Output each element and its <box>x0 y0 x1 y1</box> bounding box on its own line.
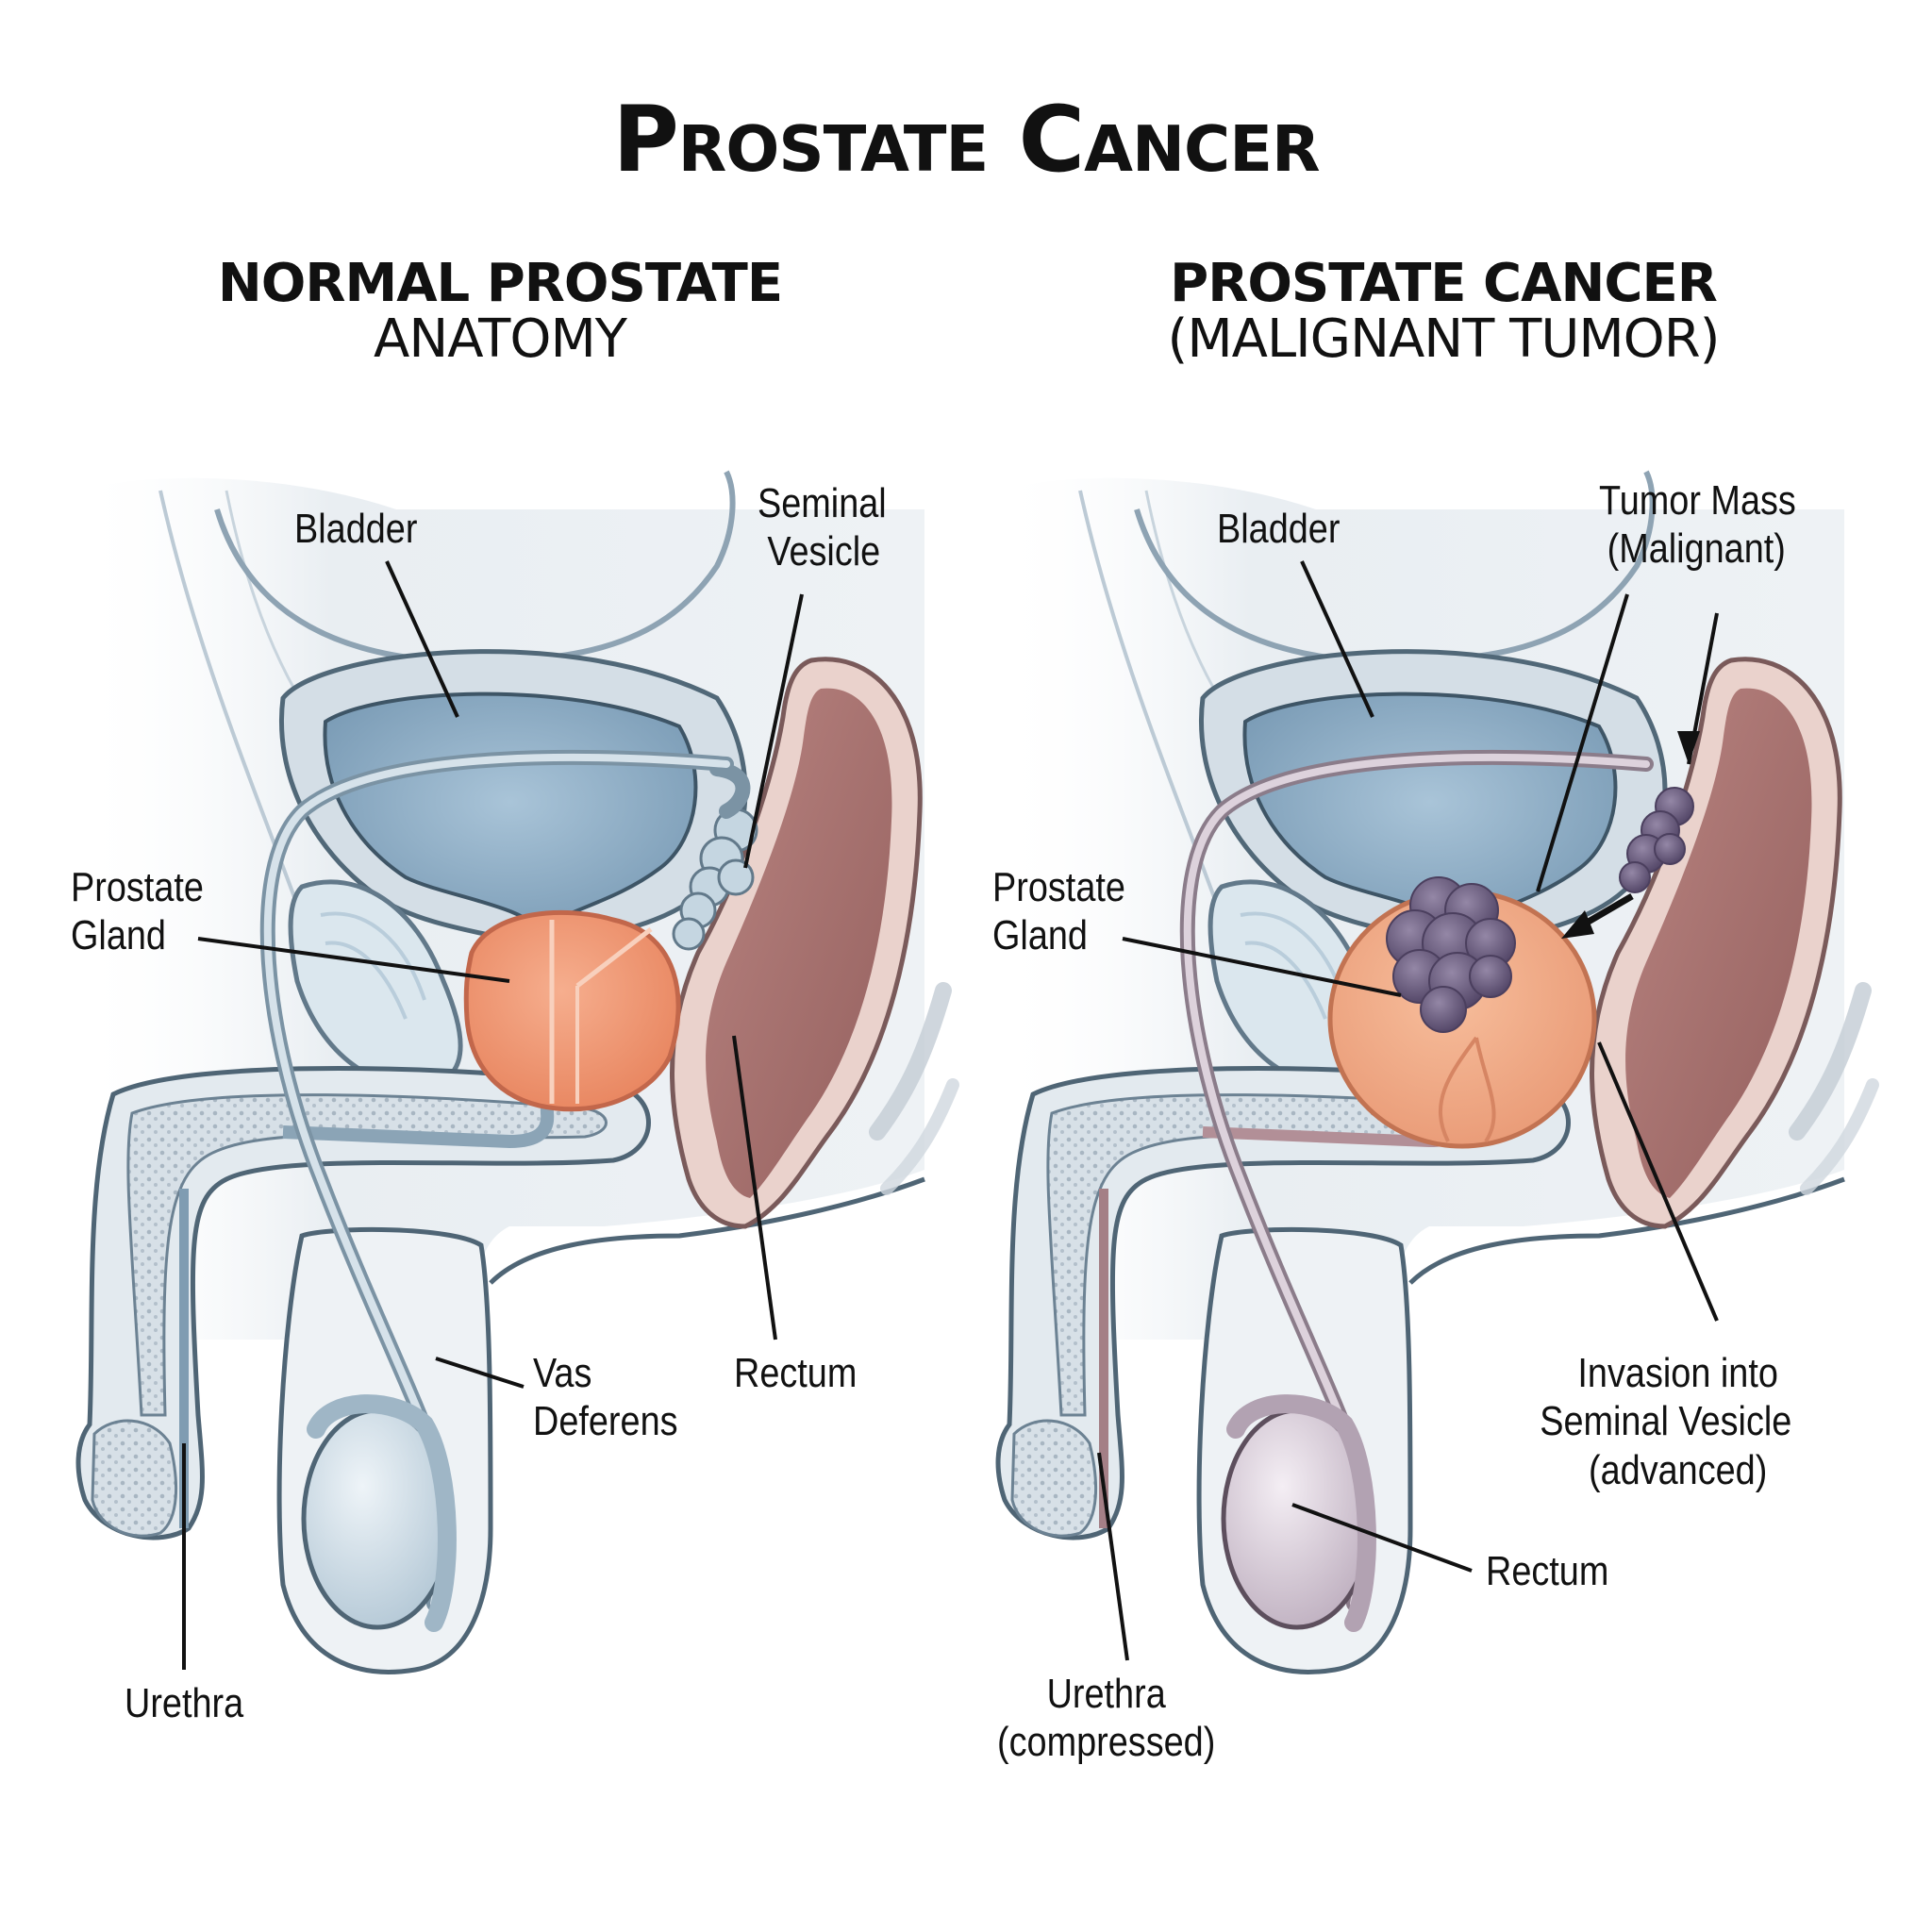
heading-cancer-line1: PROSTATE CANCER <box>1170 253 1718 314</box>
cancer-anatomy-drawing <box>995 472 1873 1672</box>
heading-normal-line1: NORMAL PROSTATE <box>217 253 783 314</box>
heading-cancer-line2: (MALIGNANT TUMOR) <box>1167 308 1720 370</box>
normal-anatomy-drawing <box>75 472 953 1672</box>
label-vas-deferens: Vas Deferens <box>533 1350 678 1445</box>
label-rectum-normal: Rectum <box>734 1350 858 1396</box>
label-urethra-normal: Urethra <box>125 1680 244 1726</box>
leader-lines <box>182 560 1719 1670</box>
label-tumor-mass: Tumor Mass (Malignant) <box>1599 477 1796 573</box>
label-invasion-seminal-vesicle: Invasion into Seminal Vesicle (advanced) <box>1540 1350 1792 1493</box>
heading-normal-line2: ANATOMY <box>374 308 627 370</box>
label-bladder-normal: Bladder <box>294 506 418 552</box>
label-rectum-cancer: Rectum <box>1486 1548 1609 1594</box>
heading-normal-anatomy: NORMAL PROSTATE ANATOMY <box>170 253 830 370</box>
label-prostate-gland-cancer: Prostate Gland <box>992 864 1125 959</box>
heading-prostate-cancer: PROSTATE CANCER (MALIGNANT TUMOR) <box>1113 253 1774 370</box>
label-seminal-vesicle-normal: Seminal Vesicle <box>758 480 887 575</box>
label-urethra-compressed: Urethra (compressed) <box>997 1671 1216 1766</box>
label-prostate-gland-normal: Prostate Gland <box>71 864 204 959</box>
main-title: Prostate Cancer <box>612 87 1320 192</box>
label-bladder-cancer: Bladder <box>1217 506 1341 552</box>
